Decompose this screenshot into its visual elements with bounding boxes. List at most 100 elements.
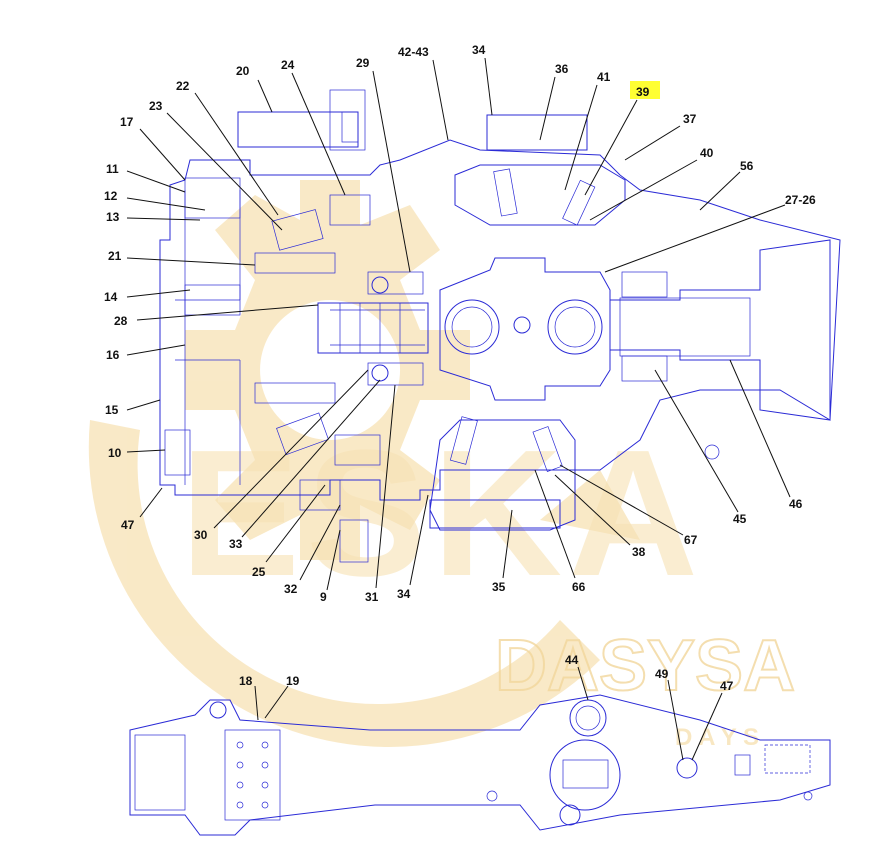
lower-bearing-left [449,416,478,465]
leader-28 [136,304,319,321]
callout-19[interactable]: 19 [286,674,300,688]
side-view-bolt-right [803,791,813,801]
callout-49[interactable]: 49 [655,667,669,681]
callout-20[interactable]: 20 [236,64,250,78]
callout-44[interactable]: 44 [565,653,579,667]
lower-drive-flange [299,479,341,511]
callout-39[interactable]: 39 [636,85,650,99]
callout-32[interactable]: 32 [284,582,298,596]
left-upper-seal [367,271,424,295]
callout-31[interactable]: 31 [365,590,379,604]
upper-bearing-right [562,179,596,226]
side-view-diff-cover [549,739,621,811]
callout-67[interactable]: 67 [684,533,698,547]
callout-11[interactable]: 11 [106,162,119,176]
callout-10[interactable]: 10 [108,446,122,460]
leader-11 [126,170,186,193]
leader-44 [577,666,589,701]
callout-34b[interactable]: 34 [397,587,411,601]
leader-56 [699,171,741,211]
leader-34b [409,494,429,586]
callout-labels: 20 24 22 23 17 11 12 13 21 14 28 16 15 1… [104,43,816,693]
callout-47a[interactable]: 47 [121,518,135,532]
upper-planet-gear [271,209,324,251]
callout-37[interactable]: 37 [683,112,697,126]
leader-47b [691,692,723,761]
watermark-dasysa: DASYSA [495,626,795,706]
callout-27-26[interactable]: 27-26 [785,193,816,207]
leader-19 [264,685,289,719]
leader-27-26 [604,204,786,273]
callout-22[interactable]: 22 [176,79,190,93]
callout-33[interactable]: 33 [229,537,243,551]
side-view-hub [134,734,186,811]
right-side-gear-inner [554,306,596,348]
callout-66[interactable]: 66 [572,580,586,594]
callout-41[interactable]: 41 [597,70,611,84]
lower-bearing-right [532,426,563,472]
leader-24 [291,72,346,196]
callout-28[interactable]: 28 [114,314,128,328]
leader-66 [534,469,576,579]
callout-46[interactable]: 46 [789,497,803,511]
callout-29[interactable]: 29 [356,56,370,70]
callout-24[interactable]: 24 [281,58,295,72]
callout-45[interactable]: 45 [733,512,747,526]
shaft-spline [330,303,425,353]
lower-gear-carrier [334,434,381,466]
callout-18[interactable]: 18 [239,674,253,688]
callout-36[interactable]: 36 [555,62,569,76]
callout-35[interactable]: 35 [492,580,506,594]
left-brake-block [184,284,241,316]
callout-30[interactable]: 30 [194,528,208,542]
callout-38[interactable]: 38 [632,545,646,559]
leader-17 [139,128,186,181]
callout-47b[interactable]: 47 [720,679,734,693]
right-axle-tube [610,239,831,421]
side-view-level-plug [676,757,698,779]
leader-31 [375,384,396,589]
callout-9[interactable]: 9 [320,590,327,604]
leader-39 [584,99,638,196]
callout-25[interactable]: 25 [252,565,266,579]
callout-12[interactable]: 12 [104,189,118,203]
leader-9 [326,529,341,591]
callout-34a[interactable]: 34 [472,43,486,57]
left-lower-seal [367,362,424,386]
leader-46 [729,359,791,498]
callout-13[interactable]: 13 [106,210,120,224]
left-cover-block [164,429,191,476]
callout-14[interactable]: 14 [104,290,118,304]
right-axle-seal-top [621,271,668,298]
leader-22 [194,92,279,216]
leader-14 [126,289,191,298]
lower-ring-gear-housing [429,419,576,531]
callout-16[interactable]: 16 [106,348,120,362]
left-side-gear-inner [451,306,493,348]
lower-planet-gear [276,412,329,456]
callout-23[interactable]: 23 [149,99,163,113]
callout-56[interactable]: 56 [740,159,754,173]
callout-15[interactable]: 15 [105,403,119,417]
leader-13 [126,217,201,221]
housing-inner-line [175,190,241,485]
callout-42-43[interactable]: 42-43 [398,45,429,59]
input-shaft [317,302,429,354]
left-side-gear [444,299,500,355]
callout-40[interactable]: 40 [700,146,714,160]
leader-40 [589,159,698,221]
right-axle-seal-bottom [621,355,668,382]
side-view-breather [209,701,227,719]
highlight-39 [630,81,660,99]
side-view-right-bracket [734,754,751,776]
callout-17[interactable]: 17 [120,115,134,129]
leader-12 [126,197,206,211]
upper-ball-bearing [371,276,389,294]
upper-ring-gear-housing [454,164,626,226]
side-view-bolt-small [486,790,498,802]
top-gear-teeth [341,111,359,143]
leader-32 [299,504,341,581]
side-view-filler-plug-inner [575,705,601,731]
leader-10 [126,449,166,453]
callout-21[interactable]: 21 [108,249,122,263]
